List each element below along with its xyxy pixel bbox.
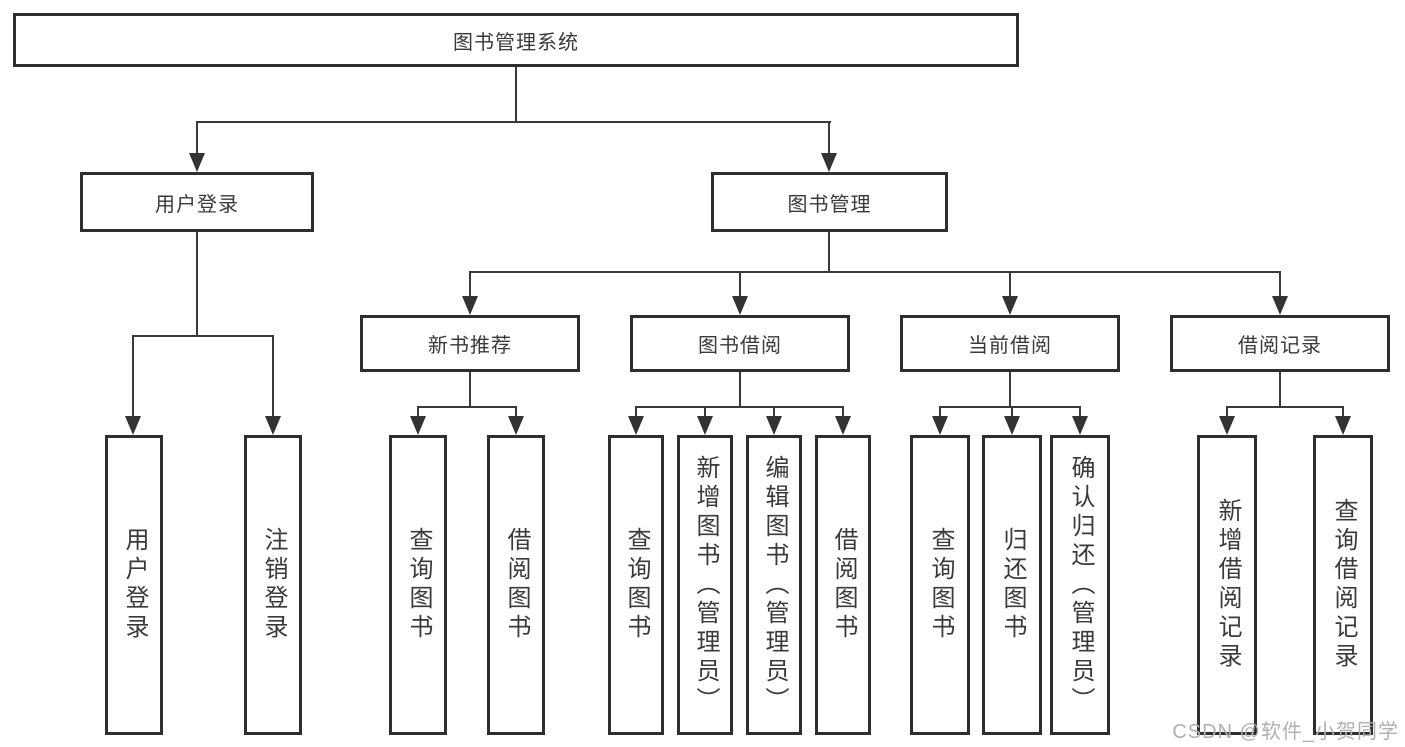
leaf-label: 用户登录 [121, 527, 148, 643]
connector-line [470, 271, 1281, 273]
connector-line [1279, 372, 1281, 408]
connector-line [739, 271, 741, 298]
leaf-label: 借阅图书 [503, 527, 530, 643]
leaf-label: 查询图书 [405, 527, 432, 643]
leaf-borrow-books: 借阅图书 [815, 435, 871, 735]
connector-line [196, 121, 198, 155]
arrowhead-down-icon [766, 416, 782, 435]
leaf-label: 查询图书 [623, 527, 650, 643]
leaf-query-borrow-record: 查询借阅记录 [1313, 435, 1373, 735]
arrowhead-down-icon [462, 296, 478, 315]
node-label: 借阅记录 [1238, 335, 1322, 357]
arrowhead-down-icon [1002, 296, 1018, 315]
node-book-management: 图书管理 [711, 172, 948, 232]
leaf-edit-books-admin: 编辑图书（管理员） [746, 435, 802, 735]
leaf-label: 新增借阅记录 [1214, 498, 1241, 672]
connector-line [469, 372, 471, 408]
leaf-return-books: 归还图书 [982, 435, 1042, 735]
arrowhead-down-icon [628, 416, 644, 435]
arrowhead-down-icon [1219, 416, 1235, 435]
connector-line [515, 67, 517, 122]
arrowhead-down-icon [932, 416, 948, 435]
node-library-management-system: 图书管理系统 [13, 13, 1019, 67]
connector-line [1011, 406, 1013, 418]
leaf-user-login: 用户登录 [105, 435, 163, 735]
connector-line [132, 335, 134, 417]
connector-line [417, 406, 419, 418]
connector-line [773, 406, 775, 418]
arrowhead-down-icon [265, 416, 281, 435]
connector-line [469, 271, 471, 298]
connector-line [635, 406, 637, 418]
connector-line [196, 232, 198, 337]
leaf-borrow-books-recommend: 借阅图书 [487, 435, 545, 735]
arrowhead-down-icon [125, 416, 141, 435]
connector-line [418, 406, 517, 408]
leaf-logout: 注销登录 [244, 435, 302, 735]
node-label: 新书推荐 [428, 335, 512, 357]
leaf-label: 查询借阅记录 [1330, 498, 1357, 672]
node-label: 图书借阅 [698, 335, 782, 357]
connector-line [1227, 406, 1344, 408]
arrowhead-down-icon [1072, 416, 1088, 435]
leaf-query-books-borrow: 查询图书 [608, 435, 664, 735]
connector-line [939, 406, 941, 418]
leaf-add-books-admin: 新增图书（管理员） [677, 435, 733, 735]
arrowhead-down-icon [1335, 416, 1351, 435]
leaf-query-books-recommend: 查询图书 [389, 435, 447, 735]
node-current-borrow: 当前借阅 [900, 315, 1120, 372]
leaf-query-books-current: 查询图书 [910, 435, 970, 735]
node-book-borrow: 图书借阅 [630, 315, 850, 372]
connector-line [196, 121, 831, 123]
arrowhead-down-icon [821, 153, 837, 172]
node-user-login: 用户登录 [80, 172, 314, 232]
leaf-add-borrow-record: 新增借阅记录 [1197, 435, 1257, 735]
connector-line [828, 121, 830, 155]
leaf-label: 确认归还（管理员） [1067, 454, 1094, 716]
arrowhead-down-icon [1004, 416, 1020, 435]
node-label: 用户登录 [155, 193, 239, 216]
connector-line [739, 372, 741, 408]
leaf-label: 注销登录 [260, 527, 287, 643]
connector-line [828, 232, 830, 273]
connector-line [940, 406, 1081, 408]
arrowhead-down-icon [410, 416, 426, 435]
node-new-book-recommend: 新书推荐 [360, 315, 580, 372]
leaf-label: 查询图书 [927, 527, 954, 643]
arrowhead-down-icon [835, 416, 851, 435]
arrowhead-down-icon [697, 416, 713, 435]
node-borrow-record: 借阅记录 [1170, 315, 1390, 372]
connector-line [1079, 406, 1081, 418]
leaf-confirm-return-admin: 确认归还（管理员） [1050, 435, 1110, 735]
csdn-watermark: CSDN @软件_小贺同学 [1172, 721, 1399, 743]
connector-line [272, 335, 274, 417]
leaf-label: 归还图书 [999, 527, 1026, 643]
connector-line [1342, 406, 1344, 418]
connector-line [1279, 271, 1281, 298]
arrowhead-down-icon [189, 153, 205, 172]
connector-line [1009, 271, 1011, 298]
leaf-label: 新增图书（管理员） [692, 454, 719, 716]
connector-line [1226, 406, 1228, 418]
connector-line [133, 335, 274, 337]
node-label: 图书管理系统 [453, 31, 579, 54]
connector-line [636, 406, 844, 408]
connector-line [842, 406, 844, 418]
leaf-label: 借阅图书 [830, 527, 857, 643]
node-label: 当前借阅 [968, 335, 1052, 357]
connector-line [515, 406, 517, 418]
arrowhead-down-icon [732, 296, 748, 315]
arrowhead-down-icon [508, 416, 524, 435]
node-label: 图书管理 [787, 193, 872, 216]
connector-line [704, 406, 706, 418]
connector-line [1009, 372, 1011, 408]
arrowhead-down-icon [1272, 296, 1288, 315]
leaf-label: 编辑图书（管理员） [761, 454, 788, 716]
